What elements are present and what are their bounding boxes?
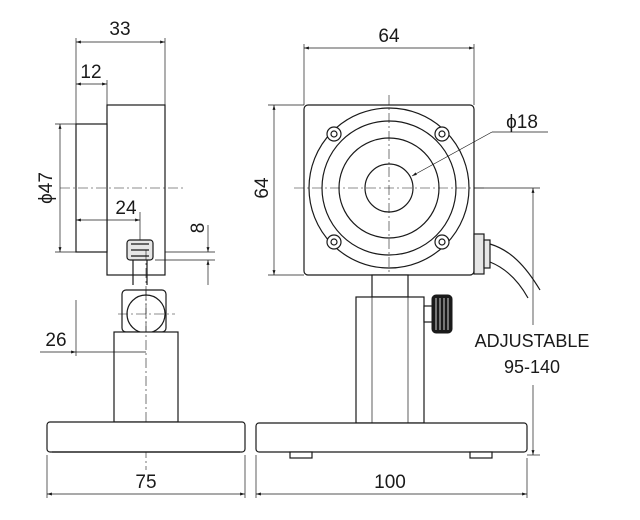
dim-front-height: 64 xyxy=(252,177,273,199)
front-view: 64 64 ϕ18 ADJUSTABLE 95-140 100 xyxy=(252,26,589,498)
dim-front-aperture: ϕ18 xyxy=(506,112,538,133)
dim-side-base: 75 xyxy=(135,472,156,493)
side-base xyxy=(46,421,246,453)
dim-side-post: 26 xyxy=(45,330,66,351)
side-view: 33 12 ϕ47 24 8 26 75 xyxy=(36,19,246,498)
front-cable xyxy=(489,243,541,299)
front-foot-left xyxy=(289,451,313,459)
dim-side-diameter: ϕ47 xyxy=(36,172,57,204)
dim-side-height-offset: 8 xyxy=(188,223,209,234)
side-cable xyxy=(132,260,148,285)
front-screw-top-left xyxy=(326,126,342,142)
dim-front-width: 64 xyxy=(378,26,400,47)
front-base xyxy=(255,422,528,453)
front-thumb-screw-knob xyxy=(431,294,453,334)
dim-side-width-total: 33 xyxy=(109,19,130,40)
dim-side-offset: 24 xyxy=(115,198,137,219)
front-post-collar xyxy=(371,274,409,298)
front-screw-bottom-right xyxy=(434,234,450,250)
note-adjustable: ADJUSTABLE xyxy=(475,331,590,351)
dim-front-base: 100 xyxy=(374,472,406,493)
front-screw-top-right xyxy=(434,126,450,142)
front-post xyxy=(355,296,425,424)
note-adjustable-range: 95-140 xyxy=(504,357,560,377)
dim-side-width-body: 12 xyxy=(80,62,101,83)
front-foot-right xyxy=(469,451,493,459)
front-cable-connector xyxy=(473,233,485,275)
front-screw-bottom-left xyxy=(326,234,342,250)
